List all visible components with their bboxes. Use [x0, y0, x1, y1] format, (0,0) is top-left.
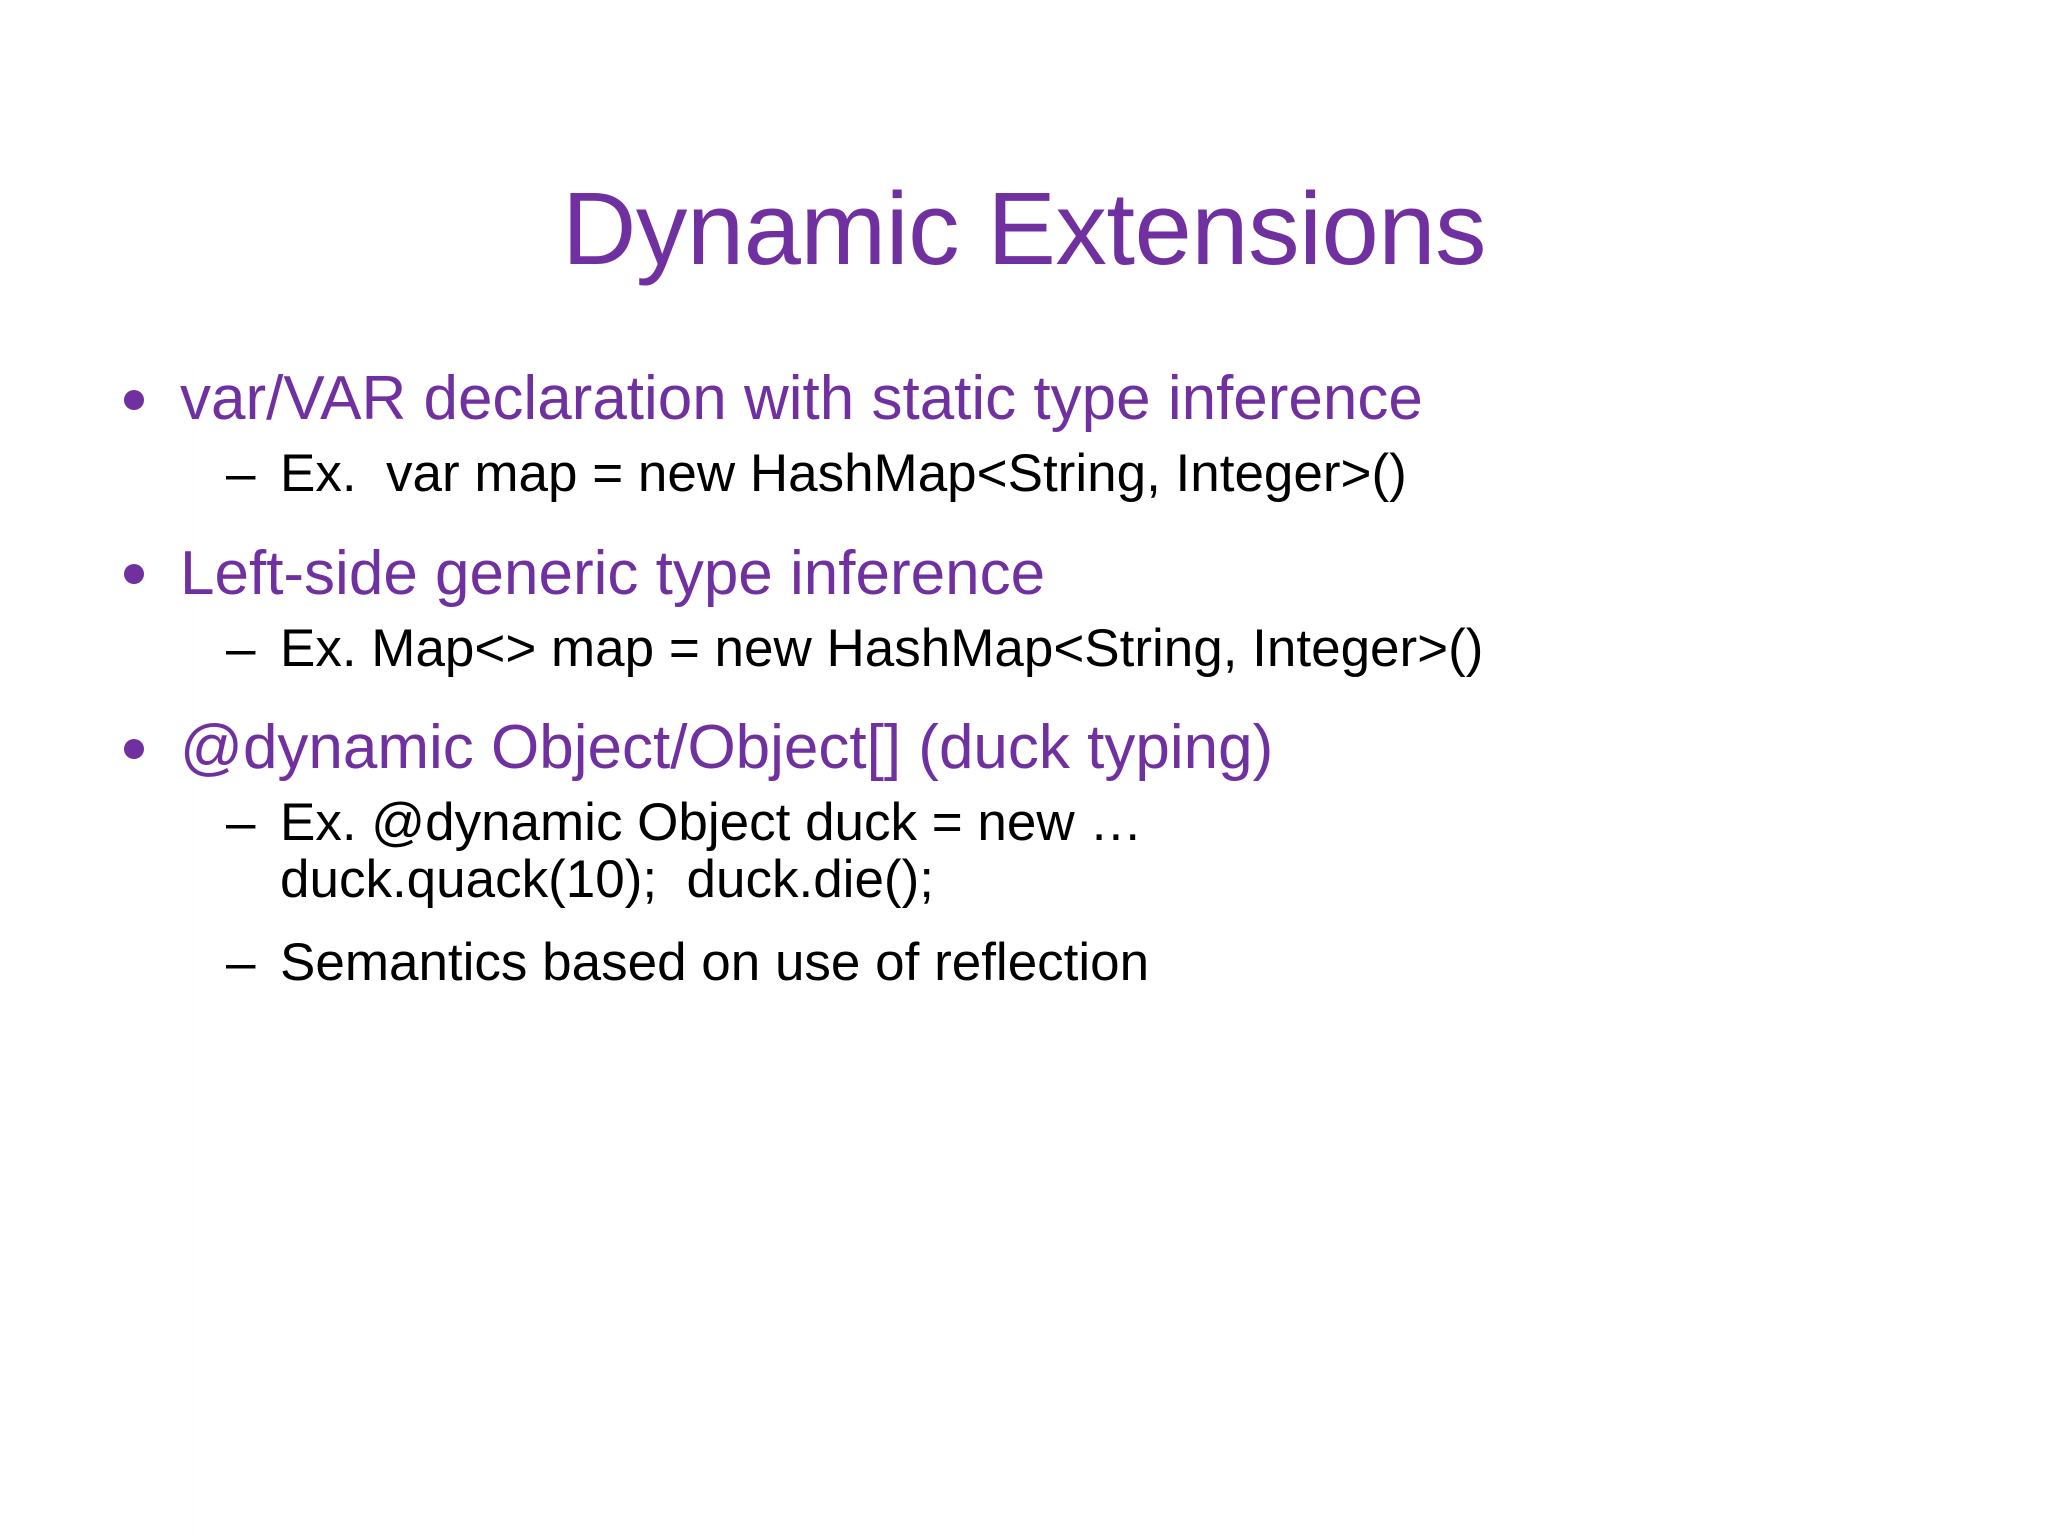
bullet-dash-icon: –	[226, 618, 256, 678]
bullet-item-level1: var/VAR declaration with static type inf…	[118, 368, 1948, 430]
bullet-item-level2: –Ex. @dynamic Object duck = new …duck.qu…	[118, 795, 1948, 908]
bullet-dot-shape	[124, 564, 144, 585]
bullet-dot-icon	[124, 543, 186, 605]
bullet-dot-shape	[124, 739, 144, 760]
bullet-dash-icon: –	[226, 444, 256, 503]
bullet-dot-icon	[124, 717, 186, 779]
bullet-text: Ex. @dynamic Object duck = new …duck.qua…	[280, 795, 1948, 908]
bullet-text: Ex. Map<> map = new HashMap<String, Inte…	[280, 618, 1948, 678]
bullet-text: Semantics based on use of reflection	[280, 932, 1948, 992]
bullet-text-line: Ex. var map = new HashMap<String, Intege…	[280, 444, 1407, 503]
bullet-text: var/VAR declaration with static type inf…	[180, 364, 1423, 433]
bullet-dash-icon: –	[226, 932, 256, 992]
bullet-dash-icon: –	[226, 793, 256, 853]
bullet-item-level2: –Semantics based on use of reflection	[118, 932, 1948, 992]
bullet-text-line: Ex. Map<> map = new HashMap<String, Inte…	[280, 618, 1484, 678]
bullet-text-line: Semantics based on use of reflection	[280, 932, 1150, 992]
bullet-item-level2: –Ex. var map = new HashMap<String, Integ…	[118, 444, 1948, 503]
bullet-item-level2: –Ex. Map<> map = new HashMap<String, Int…	[118, 618, 1948, 678]
bullet-text-line: Ex. @dynamic Object duck = new …	[280, 793, 1143, 853]
bullet-text: Ex. var map = new HashMap<String, Intege…	[280, 444, 1948, 503]
content-placeholder-edge	[192, 368, 193, 1536]
bullet-item-level1: Left-side generic type inference	[118, 538, 1948, 608]
page-title: Dynamic Extensions	[561, 171, 1487, 286]
slide-body: var/VAR declaration with static type inf…	[118, 368, 1948, 1488]
bullet-dot-shape	[124, 389, 144, 410]
bullet-dot-icon	[124, 368, 186, 430]
bullet-text-line: duck.quack(10); duck.die();	[280, 850, 934, 910]
bullet-text: Left-side generic type inference	[180, 538, 1046, 608]
bullet-text: @dynamic Object/Object[] (duck typing)	[180, 713, 1274, 783]
bullet-item-level1: @dynamic Object/Object[] (duck typing)	[118, 717, 1948, 779]
